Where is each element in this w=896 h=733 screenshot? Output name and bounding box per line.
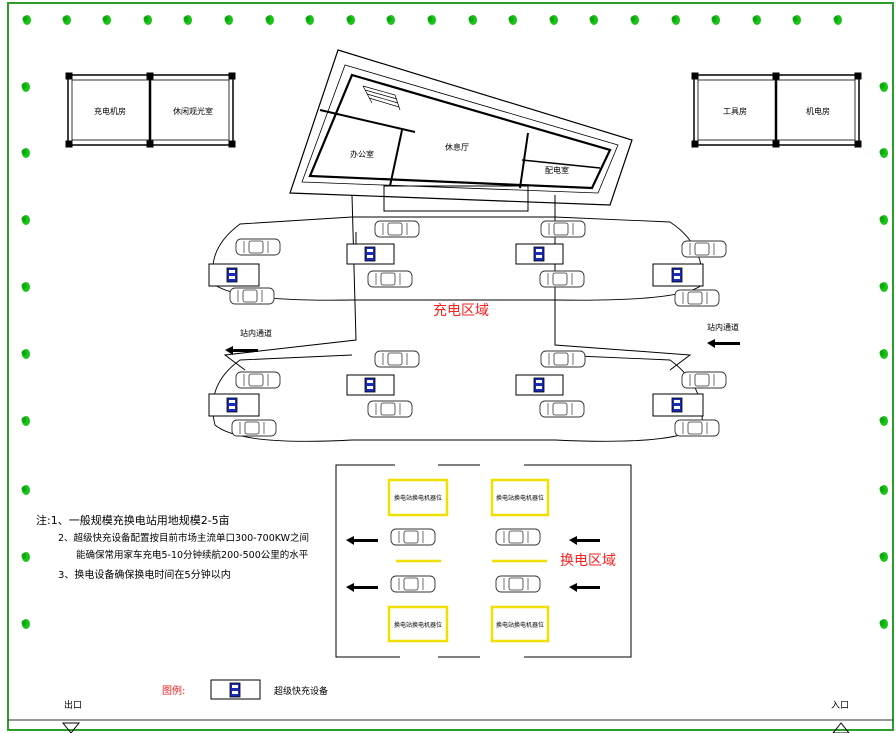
label-charging-room: 充电机房: [94, 106, 126, 116]
swap-area-frame: [335, 464, 632, 658]
svg-text:换电站换电机器位: 换电站换电机器位: [496, 621, 544, 629]
svg-text:换电站换电机器位: 换电站换电机器位: [394, 494, 442, 502]
exit-label: 出口: [64, 699, 82, 711]
swap-arrows: [346, 536, 600, 592]
tree-row-top: [22, 15, 842, 25]
right-channel-arrow: [707, 339, 740, 348]
charging-station: [346, 243, 395, 265]
charging-area-label: 充电区域: [433, 303, 489, 319]
swap-station-box: 换电站换电机器位: [387, 605, 449, 643]
charging-loop-upper: [212, 216, 703, 301]
charging-station: [208, 263, 260, 287]
label-tool-room: 工具房: [723, 106, 747, 116]
swap-area-label: 换电区域: [560, 552, 616, 569]
charging-station: [346, 374, 395, 396]
label-lounge: 休息厅: [445, 142, 469, 152]
building-top-right: [691, 72, 862, 148]
label-distribution-room: 配电室: [545, 165, 569, 175]
label-leisure-room: 休闲观光室: [173, 106, 213, 116]
exit-arrow-icon: [61, 722, 81, 733]
charging-station: [208, 393, 260, 417]
swap-station-box: 换电站换电机器位: [490, 478, 550, 517]
tree-column-right: [879, 82, 888, 629]
entry-arrow-icon: [832, 722, 850, 733]
charging-station: [652, 393, 704, 417]
car-group-upper: [229, 220, 727, 307]
note-line-3: 能确保常用家车充电5-10分钟续航200-500公里的水平: [76, 549, 309, 561]
charging-station: [515, 374, 564, 396]
charging-loop-lower: [212, 354, 703, 442]
swap-station-box: 换电站换电机器位: [490, 605, 550, 643]
label-office: 办公室: [350, 149, 374, 159]
swap-station-box: 换电站换电机器位: [387, 478, 449, 517]
note-line-2: 2、超级快充设备配置按目前市场主流单口300-700KW之间: [58, 532, 309, 544]
legend-swatch: [210, 679, 261, 700]
left-channel-label: 站内通道: [240, 328, 272, 338]
left-channel-arrow: [225, 346, 258, 355]
note-line-1: 注:1、一般规模充换电站用地规模2-5亩: [36, 513, 230, 527]
svg-text:换电站换电机器位: 换电站换电机器位: [496, 494, 544, 502]
right-channel-label: 站内通道: [707, 322, 739, 332]
charging-station: [515, 243, 564, 265]
main-building: [289, 49, 633, 212]
note-line-4: 3、换电设备确保换电时间在5分钟以内: [58, 568, 231, 581]
entry-label: 入口: [831, 700, 849, 711]
label-mech-room: 机电房: [806, 106, 830, 116]
site-boundary: [7, 2, 894, 731]
legend-item-label: 超级快充设备: [274, 685, 328, 697]
svg-text:换电站换电机器位: 换电站换电机器位: [394, 621, 442, 629]
tree-column-left: [21, 82, 30, 629]
charging-station: [652, 263, 704, 287]
power-cables: [223, 194, 692, 371]
legend-title: 图例:: [162, 684, 185, 697]
car-group-lower: [231, 350, 727, 437]
building-top-left: [65, 72, 236, 148]
